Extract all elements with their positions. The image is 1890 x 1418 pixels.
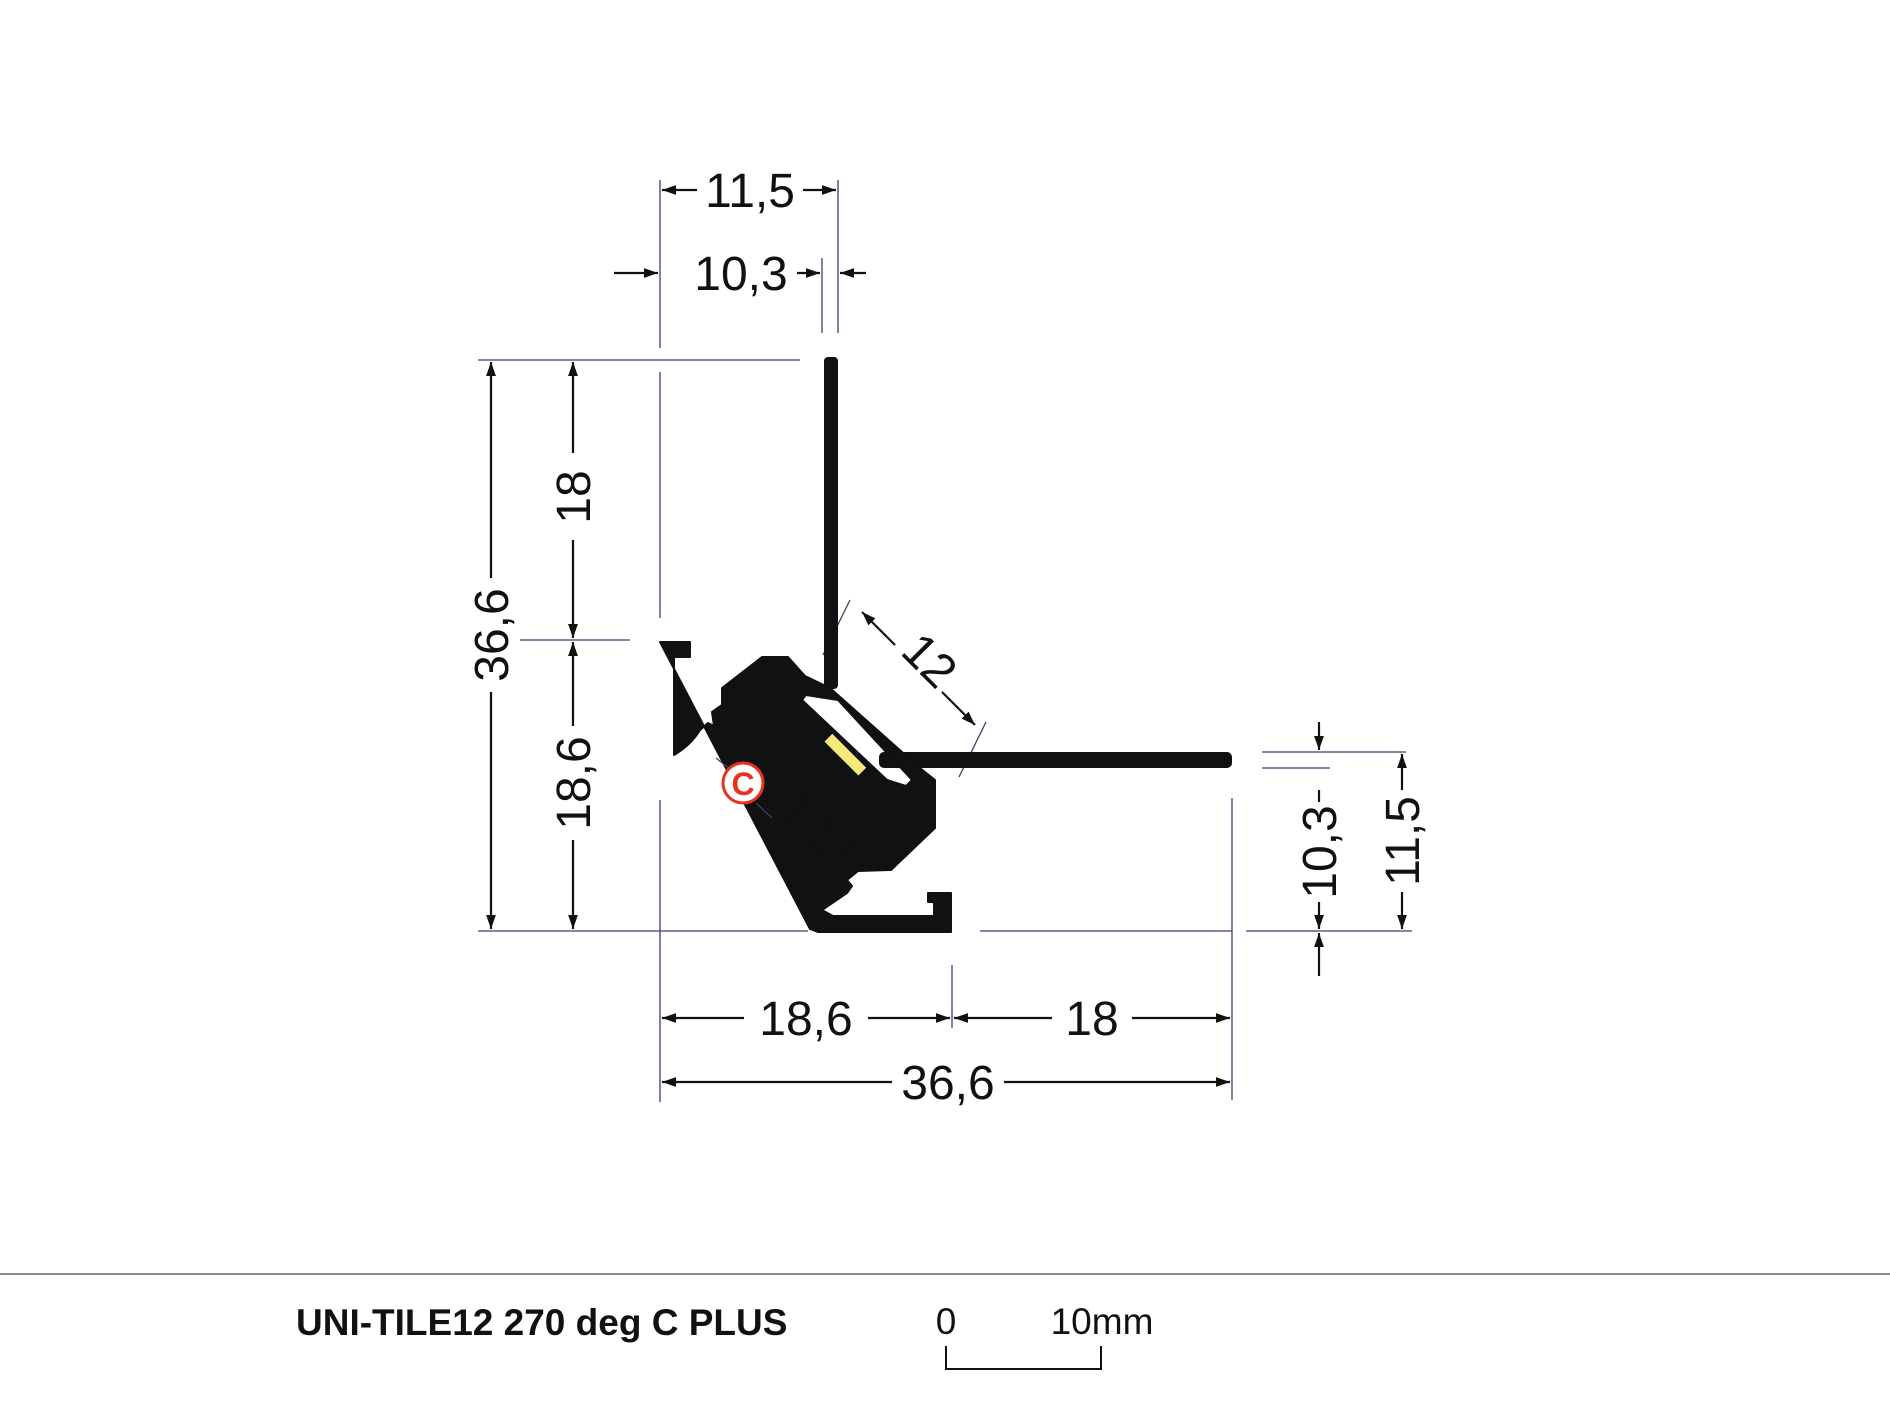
dim-right-inner: 10,3 <box>1294 805 1347 898</box>
cover-type-letter: C <box>731 766 754 802</box>
dim-top-outer: 11,5 <box>705 165 795 218</box>
led-strip <box>821 730 870 779</box>
cover-badge: C <box>715 757 773 819</box>
scale-bar: 0 10mm <box>936 1301 1154 1370</box>
extension-lines <box>478 180 1412 1102</box>
dimension-labels: 11,5 10,3 36,6 18 18,6 18,6 18 36,6 10,3… <box>466 165 1430 1110</box>
scale-end-label: 10mm <box>1051 1301 1154 1342</box>
dim-top-inner: 10,3 <box>694 248 787 301</box>
vertical-wall-flange <box>824 357 838 689</box>
dim-bottom-total: 36,6 <box>901 1057 994 1110</box>
dim-bottom-left: 18,6 <box>759 993 852 1046</box>
dim-diag-strip: 12 <box>891 623 966 698</box>
horizontal-wall-flange <box>879 752 1232 768</box>
profile-body <box>659 641 952 933</box>
dim-left-upper: 18 <box>548 470 601 523</box>
dimension-lines <box>486 185 1407 1087</box>
profile-section <box>659 357 1232 933</box>
dim-left-total: 36,6 <box>466 588 519 681</box>
dim-bottom-right: 18 <box>1065 993 1118 1046</box>
product-title: UNI-TILE12 270 deg C PLUS <box>296 1302 787 1343</box>
scale-zero-label: 0 <box>936 1301 957 1342</box>
dim-right-outer: 11,5 <box>1377 796 1430 886</box>
dim-left-lower: 18,6 <box>548 736 601 829</box>
